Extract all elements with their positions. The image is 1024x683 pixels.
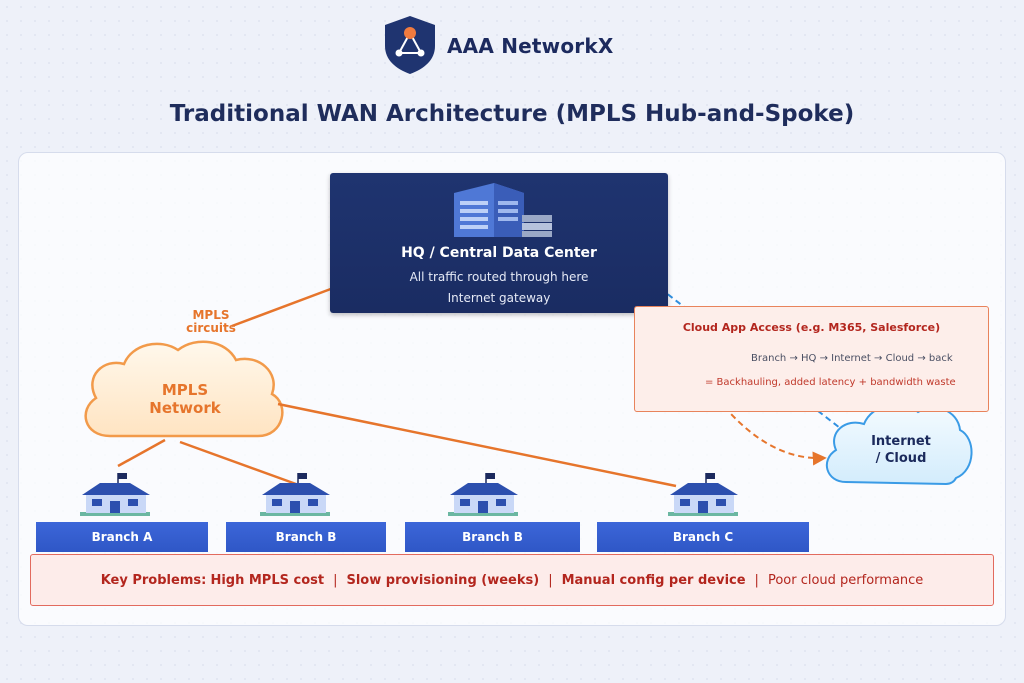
branch-house-icon xyxy=(668,473,738,516)
branch-house-icon xyxy=(260,473,330,516)
building-server-icon xyxy=(454,183,552,237)
mpls-circuits-label-line2: circuits xyxy=(186,321,236,335)
problem-item: Slow provisioning (weeks) xyxy=(346,572,540,588)
internet-cloud-label-line1: Internet xyxy=(871,434,931,449)
key-problems-bar: Key Problems: High MPLS cost | Slow prov… xyxy=(30,554,994,606)
hq-data-center-box: HQ / Central Data Center All traffic rou… xyxy=(330,173,668,313)
hq-title: HQ / Central Data Center xyxy=(401,245,597,261)
problem-separator: | xyxy=(333,572,338,588)
mpls-network-label: MPLS Network xyxy=(100,381,270,417)
problems-prefix: Key Problems: xyxy=(100,572,207,588)
branch-c-bar: Branch C xyxy=(597,522,809,552)
cloud-app-access-box: Cloud App Access (e.g. M365, Salesforce)… xyxy=(634,306,989,412)
cloud-access-title: Cloud App Access (e.g. M365, Salesforce) xyxy=(682,321,941,334)
problem-item: Manual config per device xyxy=(561,572,746,588)
hq-description-gateway: Internet gateway xyxy=(447,291,551,305)
mpls-network-label-line2: Network xyxy=(149,399,221,417)
page-title: Traditional WAN Architecture (MPLS Hub-a… xyxy=(169,101,855,127)
mpls-network-label-line1: MPLS xyxy=(161,381,209,399)
branch-house-icon xyxy=(448,473,518,516)
branch-a-bar: Branch A xyxy=(36,522,208,552)
problem-separator: | xyxy=(754,572,759,588)
problem-separator: | xyxy=(548,572,553,588)
shield-network-icon xyxy=(385,16,435,74)
mpls-circuits-label: MPLS circuits xyxy=(178,309,244,335)
problem-item: High MPLS cost xyxy=(210,572,325,588)
mpls-circuits-label-line1: MPLS xyxy=(192,308,230,322)
cloud-access-path: Branch → HQ → Internet → Cloud → back xyxy=(751,353,953,364)
internet-cloud-label: Internet / Cloud xyxy=(838,433,964,467)
hq-description-routing: All traffic routed through here xyxy=(409,270,589,284)
branch-b2-bar: Branch B xyxy=(405,522,580,552)
brand-name: AAA NetworkX xyxy=(447,34,614,58)
problem-item: Poor cloud performance xyxy=(767,572,924,588)
cloud-access-result: = Backhauling, added latency + bandwidth… xyxy=(705,377,956,388)
branch-b-bar: Branch B xyxy=(226,522,386,552)
brand-header: AAA NetworkX xyxy=(0,14,1024,78)
internet-cloud-label-line2: / Cloud xyxy=(875,451,927,466)
branch-house-icon xyxy=(80,473,150,516)
